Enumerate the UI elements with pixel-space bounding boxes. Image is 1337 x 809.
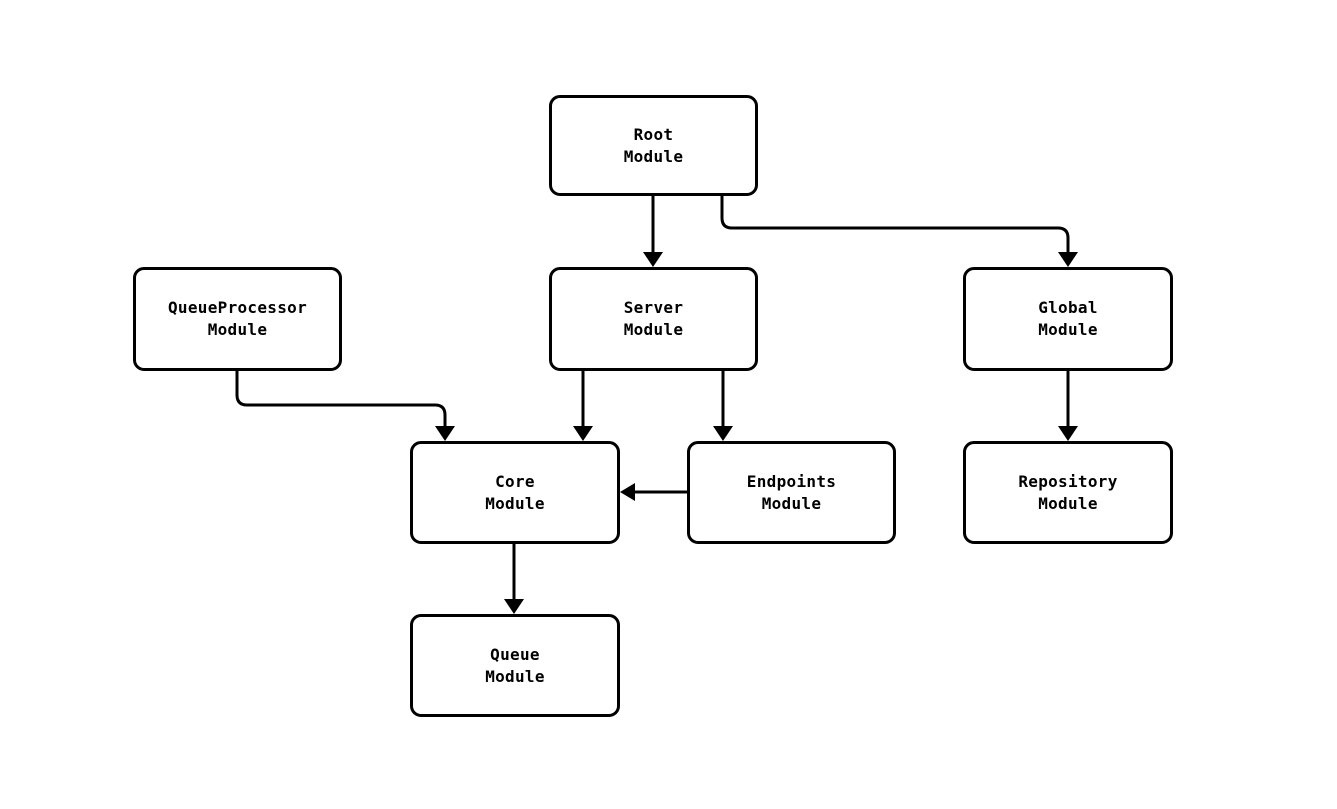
arrowhead-core-to-queue [504, 599, 524, 614]
arrowhead-queueprocessor-to-core [435, 426, 455, 441]
node-queueprocessor-module[interactable]: QueueProcessor Module [133, 267, 342, 371]
arrowhead-global-to-repository [1058, 426, 1078, 441]
node-global-module[interactable]: Global Module [963, 267, 1173, 371]
node-label-line2: Module [1038, 320, 1098, 339]
node-repository-module[interactable]: Repository Module [963, 441, 1173, 544]
node-core-module[interactable]: Core Module [410, 441, 620, 544]
node-label-line1: Queue [490, 644, 540, 664]
arrowhead-endpoints-to-core [620, 483, 635, 501]
node-queue-module[interactable]: Queue Module [410, 614, 620, 717]
node-server-module[interactable]: Server Module [549, 267, 758, 371]
node-label-line2: Module [623, 146, 684, 166]
edge-root-to-global [720, 196, 1070, 255]
node-label-line2: Module [485, 666, 545, 686]
node-label-line1: QueueProcessor [167, 298, 308, 317]
arrowhead-server-to-core [573, 426, 593, 441]
node-label-line1: Repository [1018, 471, 1118, 491]
node-label-line1: Global [1038, 298, 1098, 317]
node-label-line2: Module [623, 320, 684, 339]
arrowhead-root-to-server [643, 252, 663, 267]
node-label-line1: Root [633, 124, 674, 144]
arrowhead-root-to-global [1058, 252, 1078, 267]
node-endpoints-module[interactable]: Endpoints Module [687, 441, 896, 544]
arrowhead-server-to-endpoints [713, 426, 733, 441]
node-label-line1: Core [495, 471, 535, 491]
node-root-module[interactable]: Root Module [549, 95, 758, 196]
node-label-line2: Module [1038, 493, 1098, 513]
node-label-line2: Module [207, 320, 268, 339]
node-label-line1: Server [623, 298, 684, 317]
node-label-line1: Endpoints [746, 471, 837, 491]
node-label-line2: Module [485, 493, 545, 513]
node-label-line2: Module [761, 493, 822, 513]
edge-queueprocessor-to-core [235, 371, 447, 429]
